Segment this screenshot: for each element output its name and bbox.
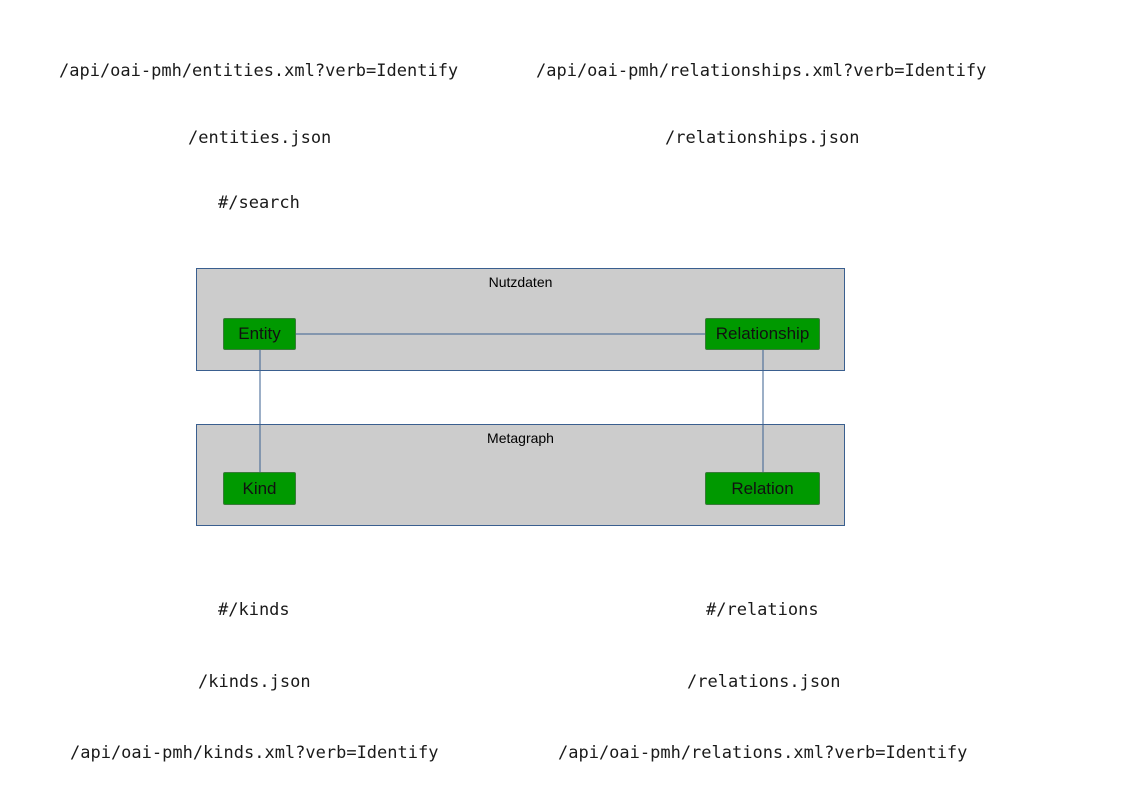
- group-title-nutzdaten: Nutzdaten: [488, 274, 553, 290]
- entities-oai-url: /api/oai-pmh/entities.xml?verb=Identify: [59, 61, 459, 81]
- entities-json-url: /entities.json: [188, 128, 332, 148]
- node-kind[interactable]: Kind: [223, 472, 296, 505]
- kinds-oai-url: /api/oai-pmh/kinds.xml?verb=Identify: [70, 743, 439, 763]
- relations-route: #/relations: [706, 600, 819, 620]
- relationships-oai-url: /api/oai-pmh/relationships.xml?verb=Iden…: [536, 61, 987, 81]
- search-route: #/search: [218, 193, 300, 213]
- kinds-json-url: /kinds.json: [198, 672, 311, 692]
- relationships-json-url: /relationships.json: [665, 128, 860, 148]
- node-relationship[interactable]: Relationship: [705, 318, 820, 350]
- node-relation[interactable]: Relation: [705, 472, 820, 505]
- group-title-metagraph: Metagraph: [487, 430, 554, 446]
- relations-oai-url: /api/oai-pmh/relations.xml?verb=Identify: [558, 743, 968, 763]
- node-entity[interactable]: Entity: [223, 318, 296, 350]
- relations-json-url: /relations.json: [687, 672, 841, 692]
- kinds-route: #/kinds: [218, 600, 290, 620]
